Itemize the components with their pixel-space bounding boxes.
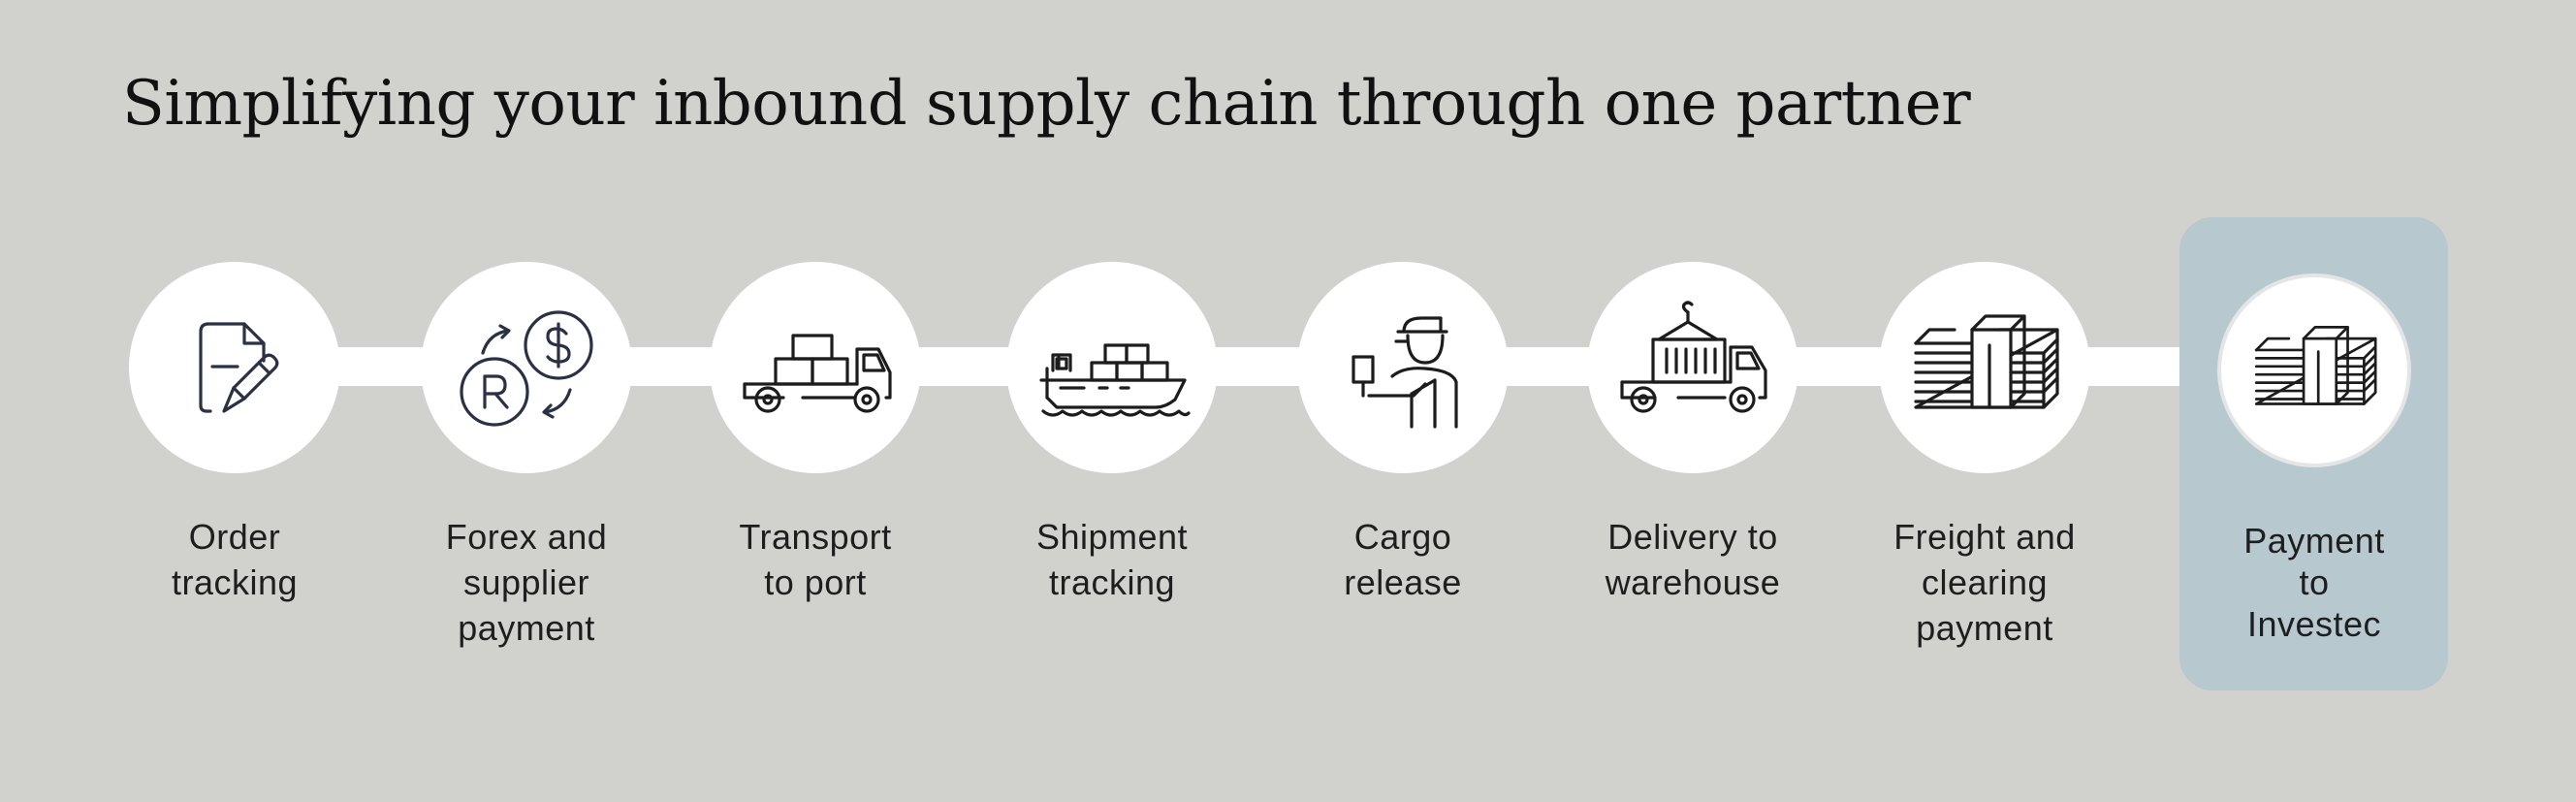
step-icon-circle [1587,262,1798,473]
step-label: Shipment tracking [1035,517,1189,602]
step-icon-circle [1297,262,1509,473]
step-label: Cargo release [1344,517,1462,602]
container-truck-icon [1620,301,1767,413]
step-shipment-tracking: Shipment tracking [967,262,1257,605]
money-stacks-icon [2254,326,2377,405]
customs-officer-icon [1352,316,1458,429]
step-cargo-release: Cargo release [1257,262,1548,605]
step-icon-circle [1879,262,2090,473]
step-transport-to-port: Transport to port [670,262,961,605]
step-icon-circle [129,262,340,473]
step-icon-circle [710,262,921,473]
step-label: Payment to Investec [2243,521,2385,644]
cargo-ship-icon [1039,343,1191,417]
step-payment-to-investec: Payment to Investec [2169,262,2460,645]
step-label: Freight and clearing payment [1893,517,2076,648]
step-icon-circle [1006,262,1218,473]
truck-boxes-icon [743,334,892,413]
step-icon-circle [421,262,632,473]
currency-exchange-icon [460,310,593,427]
page-title: Simplifying your inbound supply chain th… [122,68,1971,140]
step-icon-circle [2217,273,2411,467]
step-delivery-to-warehouse: Delivery to warehouse [1547,262,1838,605]
step-label: Delivery to warehouse [1605,517,1781,602]
step-forex-supplier-payment: Forex and supplier payment [381,262,672,651]
step-order-tracking: Order tracking [89,262,380,605]
step-label: Forex and supplier payment [445,517,608,648]
step-label: Transport to port [739,517,892,602]
document-pen-icon [199,322,279,413]
step-freight-clearing-payment: Freight and clearing payment [1839,262,2130,651]
step-label: Order tracking [171,517,299,602]
money-stacks-icon [1914,314,2059,409]
